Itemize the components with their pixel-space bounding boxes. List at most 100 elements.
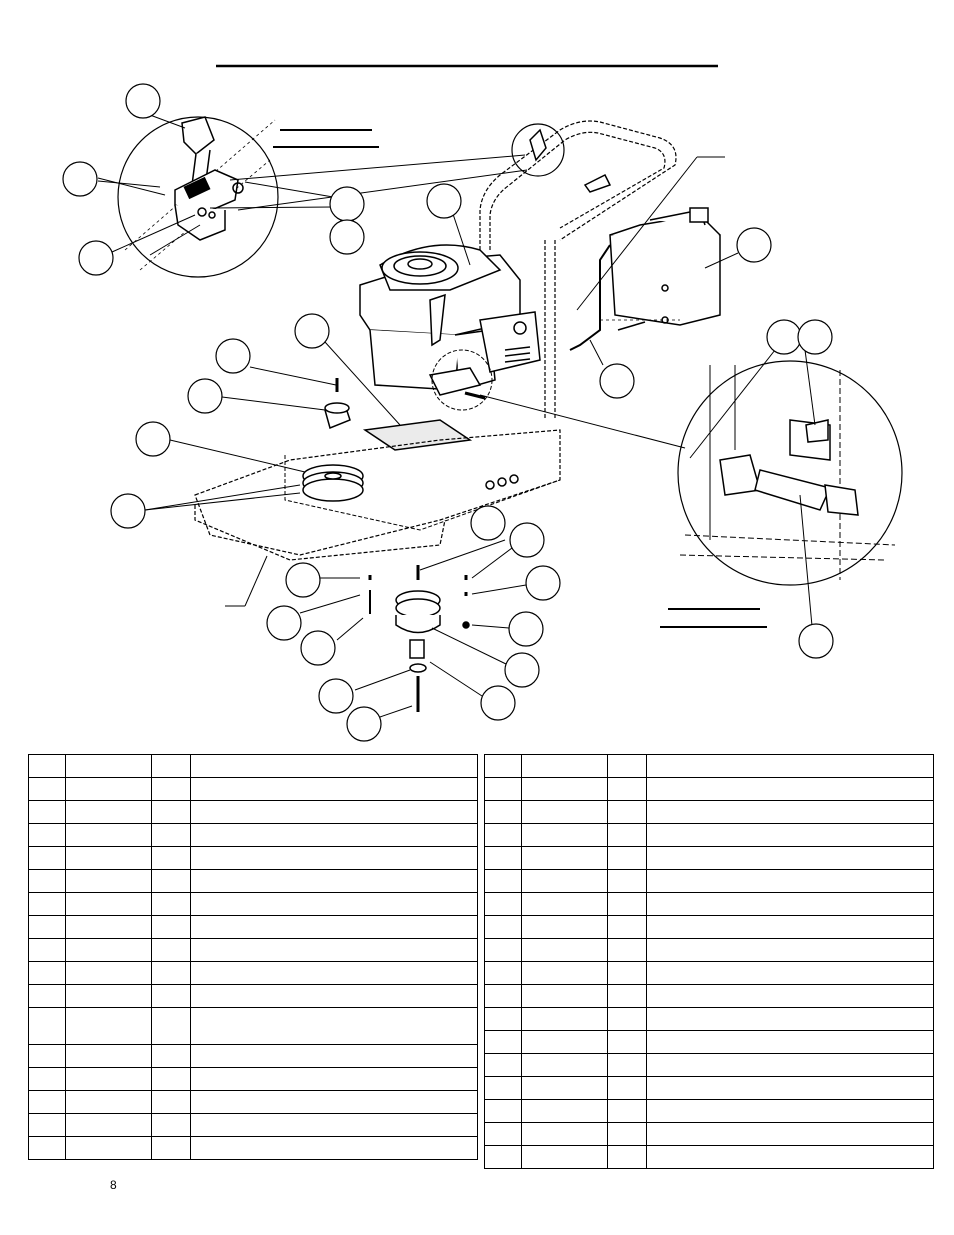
table-cell	[646, 800, 934, 824]
callout-circle	[266, 605, 302, 641]
callout-circle	[62, 161, 98, 197]
table-cell	[28, 961, 66, 985]
callout-circle	[215, 338, 251, 374]
table-cell	[646, 1053, 934, 1077]
table-cell	[65, 1067, 152, 1091]
table-cell	[151, 777, 191, 801]
table-cell	[646, 754, 934, 778]
table-cell	[521, 938, 608, 962]
table-cell	[607, 846, 647, 870]
callout-circle	[480, 685, 516, 721]
fuel-tank	[569, 207, 721, 351]
table-cell	[521, 823, 608, 847]
parts-list-table-left	[28, 754, 478, 1160]
table-cell	[190, 961, 478, 985]
table-cell	[190, 1044, 478, 1068]
table-cell	[151, 892, 191, 916]
table-row	[28, 800, 478, 824]
table-cell	[607, 1099, 647, 1123]
table-row	[484, 1030, 934, 1054]
table-cell	[65, 915, 152, 939]
table-cell	[65, 984, 152, 1008]
table-cell	[607, 869, 647, 893]
table-cell	[521, 777, 608, 801]
table-row	[484, 800, 934, 824]
table-cell	[607, 915, 647, 939]
table-cell	[646, 1099, 934, 1123]
table-row	[28, 1113, 478, 1137]
table-cell	[607, 1053, 647, 1077]
page-number: 8	[110, 1178, 117, 1192]
table-cell	[65, 1113, 152, 1137]
table-cell	[28, 1136, 66, 1160]
callout-circle	[125, 83, 161, 119]
engine	[359, 244, 541, 411]
table-row	[484, 1099, 934, 1123]
table-cell	[28, 1007, 66, 1045]
table-cell	[151, 1113, 191, 1137]
table-cell	[65, 961, 152, 985]
table-cell	[28, 823, 66, 847]
table-row	[484, 1053, 934, 1077]
table-cell	[607, 1145, 647, 1169]
table-cell	[484, 869, 522, 893]
table-cell	[646, 846, 934, 870]
clutch-hub	[324, 402, 351, 430]
table-cell	[521, 1145, 608, 1169]
shift-lever-detail	[117, 116, 279, 278]
table-cell	[646, 938, 934, 962]
table-cell	[190, 915, 478, 939]
callout-circle	[798, 623, 834, 659]
table-cell	[646, 823, 934, 847]
table-cell	[65, 777, 152, 801]
exploded-parts-diagram	[62, 64, 903, 742]
table-cell	[484, 1099, 522, 1123]
table-cell	[190, 777, 478, 801]
table-cell	[484, 961, 522, 985]
callout-circle	[508, 611, 544, 647]
table-cell	[28, 869, 66, 893]
table-cell	[28, 754, 66, 778]
table-row	[484, 1007, 934, 1031]
table-cell	[484, 1076, 522, 1100]
table-cell	[484, 1030, 522, 1054]
table-cell	[190, 869, 478, 893]
callout-circle	[318, 678, 354, 714]
table-cell	[190, 1113, 478, 1137]
table-cell	[151, 915, 191, 939]
table-cell	[607, 1030, 647, 1054]
callout-circle	[346, 706, 382, 742]
table-cell	[521, 984, 608, 1008]
table-cell	[646, 1030, 934, 1054]
table-cell	[521, 800, 608, 824]
callout-circle	[797, 319, 833, 355]
table-cell	[151, 1044, 191, 1068]
table-cell	[521, 1099, 608, 1123]
table-cell	[65, 823, 152, 847]
table-cell	[607, 1122, 647, 1146]
table-cell	[65, 1044, 152, 1068]
table-row	[28, 823, 478, 847]
callout-circle	[736, 227, 772, 263]
table-row	[484, 846, 934, 870]
table-row	[28, 915, 478, 939]
table-cell	[484, 938, 522, 962]
table-cell	[484, 1122, 522, 1146]
table-cell	[28, 1090, 66, 1114]
table-cell	[484, 892, 522, 916]
table-cell	[28, 1044, 66, 1068]
table-row	[484, 915, 934, 939]
table-cell	[521, 1007, 608, 1031]
table-cell	[484, 823, 522, 847]
callout-circle	[329, 219, 365, 255]
callout-circle	[766, 319, 802, 355]
table-cell	[28, 892, 66, 916]
table-row	[484, 754, 934, 778]
table-cell	[151, 1090, 191, 1114]
table-cell	[28, 846, 66, 870]
table-cell	[484, 754, 522, 778]
table-cell	[151, 800, 191, 824]
table-cell	[484, 984, 522, 1008]
table-cell	[190, 1090, 478, 1114]
table-row	[28, 1136, 478, 1160]
